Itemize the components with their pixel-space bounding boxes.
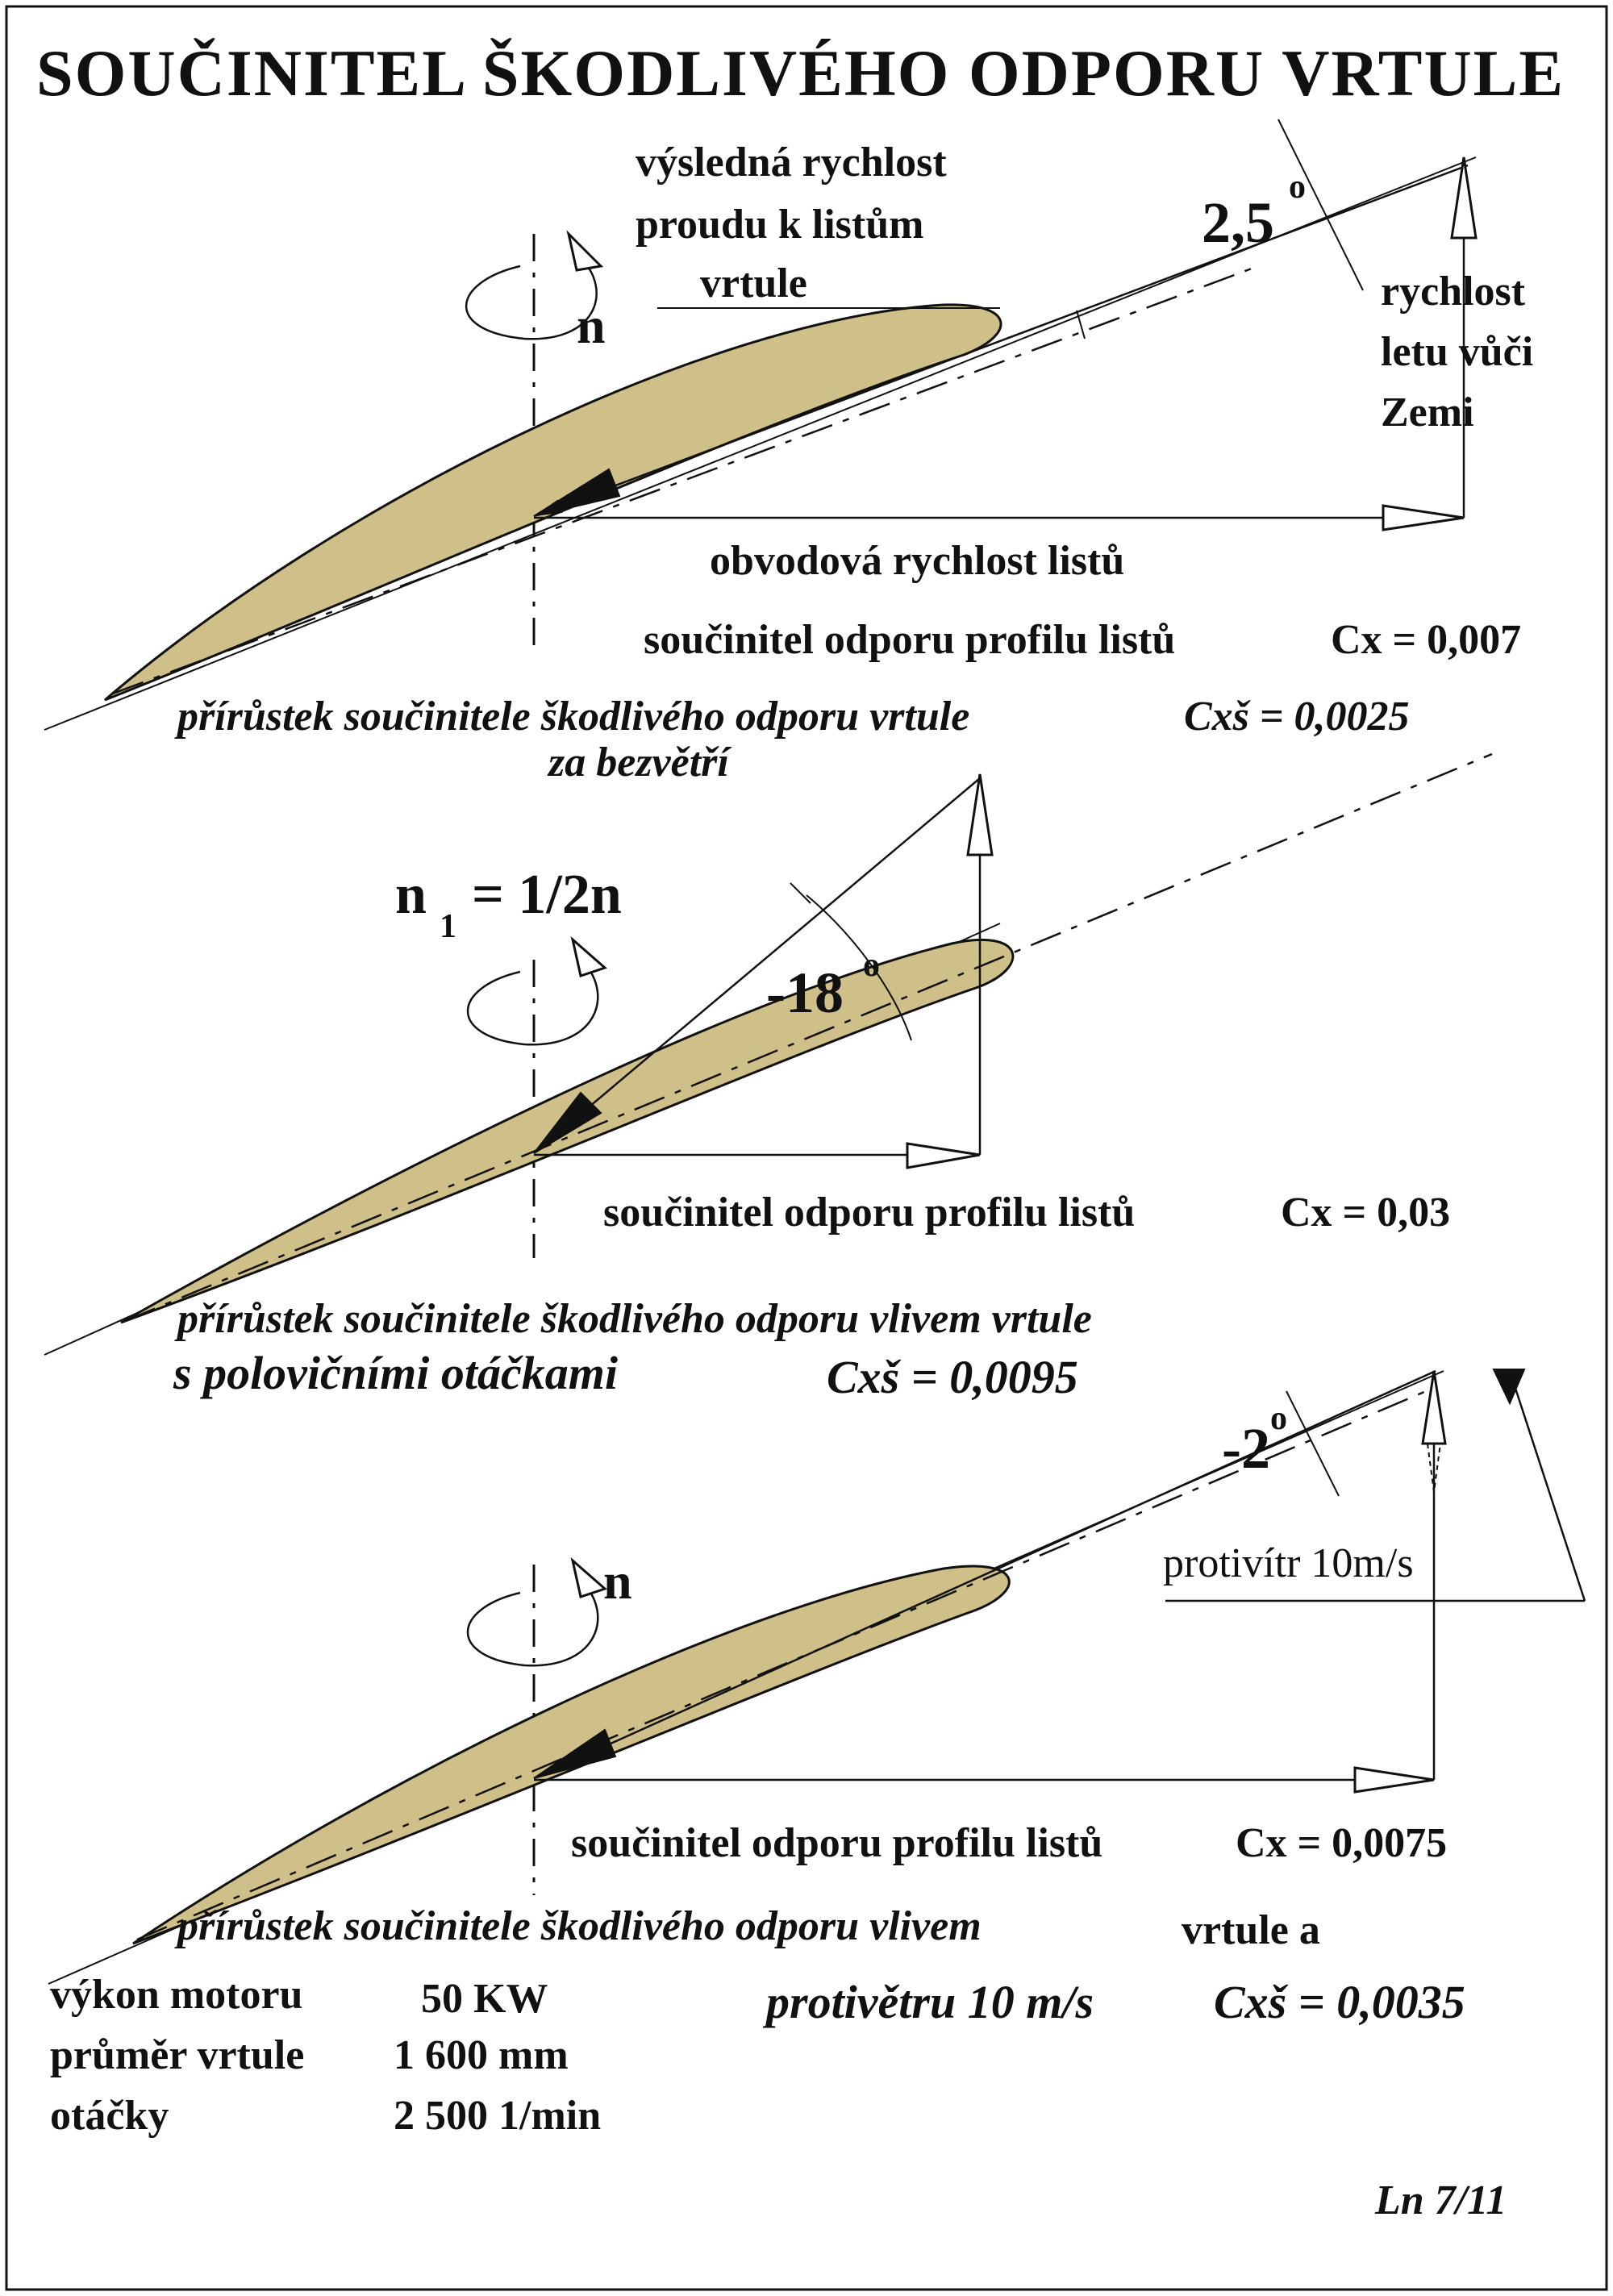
angle-degree-2: o xyxy=(863,947,880,984)
flight-speed-label-line3: Zemi xyxy=(1381,390,1474,435)
cx-value-3: Cx = 0,0075 xyxy=(1236,1820,1447,1866)
section-3-headwind: n -2 o protivítr 10m/s součinitel odporu… xyxy=(48,1369,1586,2028)
spec-label-rpm: otáčky xyxy=(50,2093,169,2139)
rotation-arrowhead-icon-2 xyxy=(570,935,607,977)
cx-value-1: Cx = 0,007 xyxy=(1331,617,1521,663)
rotation-label-n-2: n xyxy=(395,864,427,926)
resultant-velocity-arrow-1 xyxy=(533,164,1469,518)
spec-value-power: 50 KW xyxy=(421,1976,548,2022)
resultant-label-line2: proudu k listům xyxy=(636,202,923,248)
chord-line-2 xyxy=(124,752,1493,1323)
increment-condition-2: s polovičními otáčkami xyxy=(173,1347,618,1399)
rotation-label-rest-2: = 1/2n xyxy=(472,864,622,926)
flight-velocity-dashed-arrow-icon-3 xyxy=(1427,1443,1441,1493)
increment-value-3: Cxš = 0,0035 xyxy=(1214,1976,1465,2028)
cx-label-3: součinitel odporu profilu listů xyxy=(571,1820,1102,1866)
rotation-arrow-icon-1 xyxy=(465,257,598,340)
resultant-arrowhead-icon-3 xyxy=(533,1728,617,1779)
angle-mark-3a xyxy=(1286,1390,1340,1497)
section-2-half-rpm: n 1 = 1/2n -18 o součinitel odporu profi… xyxy=(44,752,1493,1403)
section-1-still-air: n výsledná rychlost proudu k listům vrtu… xyxy=(44,119,1533,785)
increment-value-1: Cxš = 0,0025 xyxy=(1184,694,1410,740)
angle-degree-1: o xyxy=(1289,169,1306,206)
increment-value-2: Cxš = 0,0095 xyxy=(827,1351,1078,1403)
circumferential-arrowhead-icon-1 xyxy=(1382,504,1465,531)
rotation-arrow-icon-3 xyxy=(466,1584,599,1667)
angle-label-2: -18 xyxy=(766,960,844,1025)
spec-label-power: výkon motoru xyxy=(50,1972,302,2018)
spec-value-rpm: 2 500 1/min xyxy=(394,2093,601,2139)
flight-speed-label-line2: letu vůči xyxy=(1381,329,1533,375)
increment-label-3: přírůstek součinitele škodlivého odporu … xyxy=(174,1903,982,1949)
spec-value-diameter: 1 600 mm xyxy=(394,2032,569,2078)
headwind-line-a xyxy=(1508,1370,1586,1602)
resultant-label-line1: výsledná rychlost xyxy=(636,140,947,185)
rotation-arrowhead-icon-3 xyxy=(570,1556,607,1598)
rotation-arrowhead-icon-1 xyxy=(566,230,604,272)
resultant-arrowhead-icon-2 xyxy=(533,1091,602,1154)
increment-label-2: přírůstek součinitele škodlivého odporu … xyxy=(174,1296,1092,1342)
circumferential-label-1: obvodová rychlost listů xyxy=(710,538,1124,584)
angle-arc-2 xyxy=(806,894,912,1041)
resultant-velocity-arrow-3 xyxy=(533,1369,1436,1780)
rotation-arrow-icon-2 xyxy=(466,963,599,1046)
angle-label-3: -2 xyxy=(1222,1416,1270,1481)
rotation-label-n-3: n xyxy=(603,1552,632,1610)
circumferential-arrowhead-icon-2 xyxy=(906,1142,981,1169)
rotation-label-n-1: n xyxy=(577,297,606,354)
angle-mark-2a xyxy=(790,882,811,904)
page-border xyxy=(5,5,1608,2291)
increment-condition-3: protivětru 10 m/s xyxy=(762,1976,1094,2028)
resultant-label-line3: vrtule xyxy=(700,260,807,306)
flight-velocity-arrowhead-icon-3 xyxy=(1421,1370,1447,1445)
rotation-label-sub-2: 1 xyxy=(440,908,456,945)
angle-label-1: 2,5 xyxy=(1202,190,1274,255)
resultant-velocity-arrow-2 xyxy=(533,777,981,1154)
flight-velocity-arrowhead-icon-2 xyxy=(966,773,994,856)
increment-condition-1: za bezvětří xyxy=(547,740,731,785)
increment-label-1: přírůstek součinitele škodlivého odporu … xyxy=(174,694,969,740)
spec-label-diameter: průměr vrtule xyxy=(50,2032,304,2078)
resultant-arrowhead-icon-1 xyxy=(533,468,621,517)
page-title: SOUČINITEL ŠKODLIVÉHO ODPORU VRTULE xyxy=(36,36,1565,110)
flight-velocity-arrowhead-icon-1 xyxy=(1450,156,1478,240)
flight-speed-label-line1: rychlost xyxy=(1381,269,1526,315)
circumferential-arrowhead-icon-3 xyxy=(1353,1766,1435,1794)
headwind-label-3: protivítr 10m/s xyxy=(1163,1540,1414,1586)
angle-mark-1a xyxy=(1277,119,1364,291)
chord-line-1 xyxy=(112,265,1259,695)
cx-value-2: Cx = 0,03 xyxy=(1281,1190,1450,1236)
cx-label-2: součinitel odporu profilu listů xyxy=(603,1190,1135,1236)
engine-specs: výkon motoru 50 KW průměr vrtule 1 600 m… xyxy=(50,1972,601,2139)
increment-label-3b: vrtule a xyxy=(1182,1907,1320,1953)
angle-tick-1b xyxy=(1076,310,1086,340)
angle-degree-3: o xyxy=(1270,1400,1287,1437)
headwind-arrowhead-icon-3 xyxy=(1492,1369,1526,1406)
page-reference: Ln 7/11 xyxy=(1374,2177,1507,2223)
cx-label-1: součinitel odporu profilu listů xyxy=(644,617,1175,663)
